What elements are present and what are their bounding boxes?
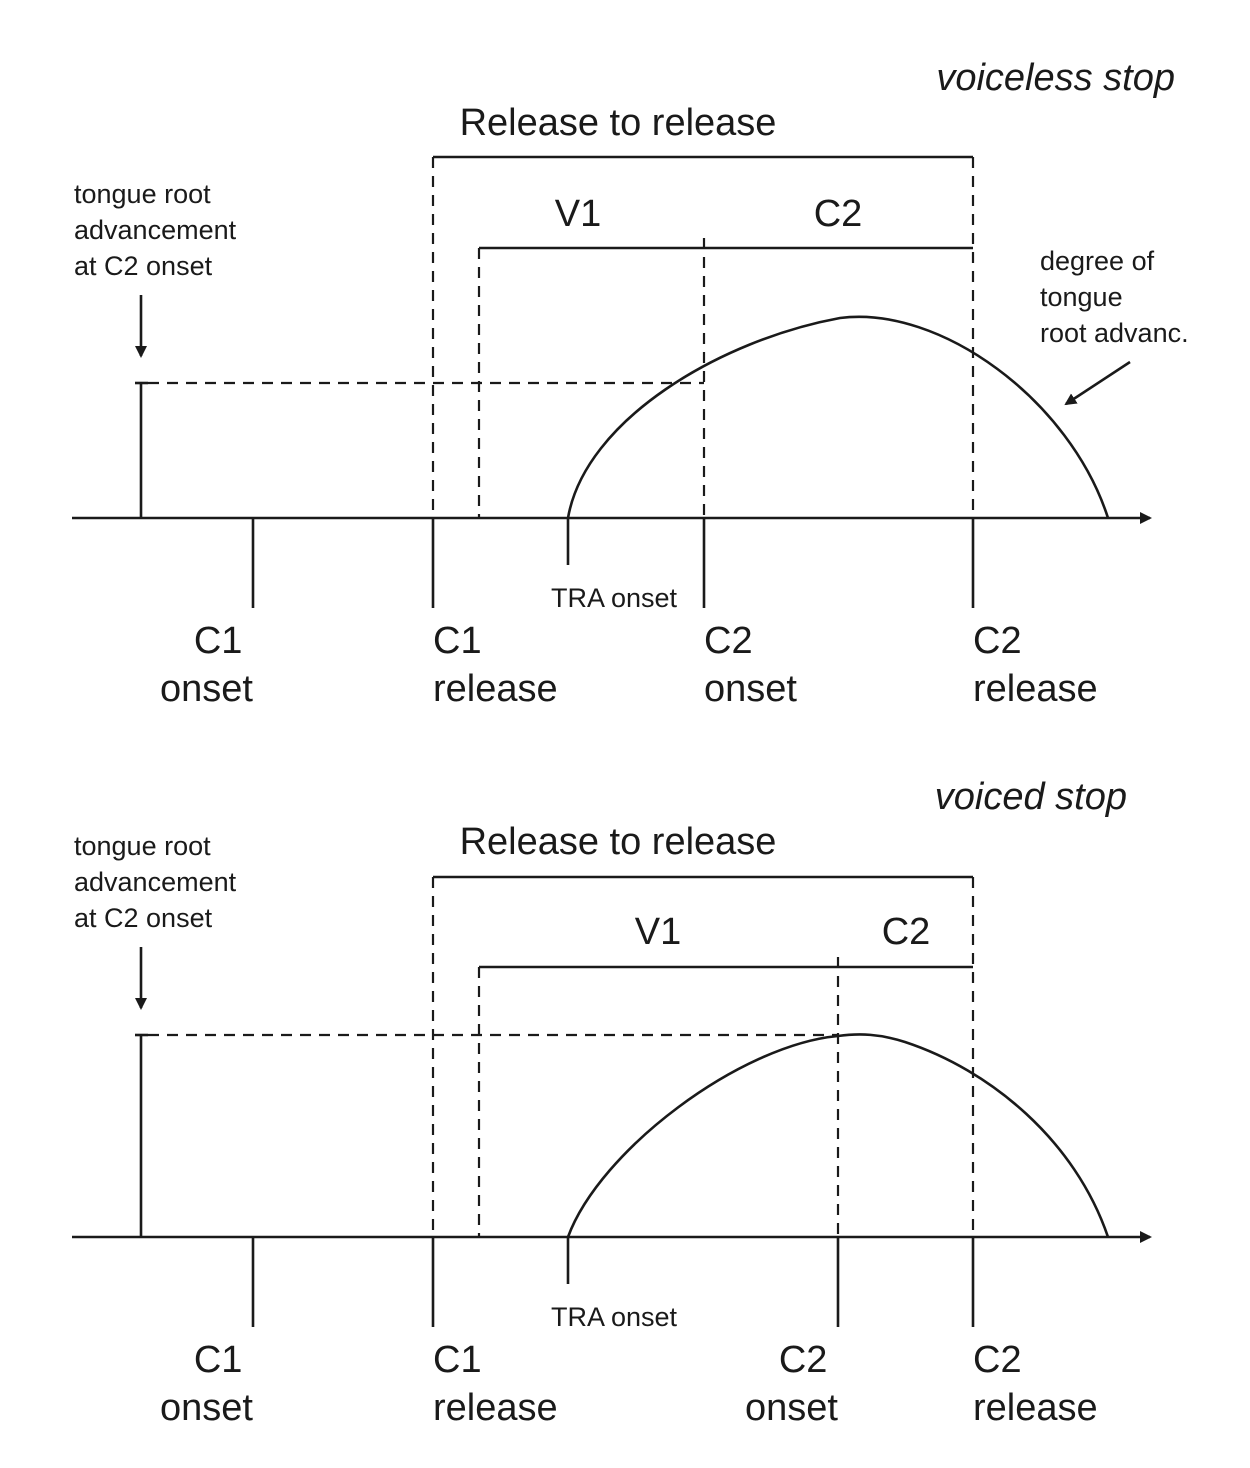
tra-curve: [566, 1033, 1110, 1238]
release-to-release-label: Release to release: [460, 821, 777, 863]
release-to-release-label: Release to release: [460, 102, 777, 144]
tra-onset-label: TRA onset: [551, 1302, 678, 1332]
c2-onset-label: C2 onset: [704, 620, 797, 710]
c2-onset-label: C2 onset: [745, 1339, 838, 1429]
c2-release-label: C2 release: [973, 620, 1098, 710]
panel-voiced-stop: voiced stop Release to release V1 C2 ton…: [72, 776, 1152, 1429]
v1-label: V1: [635, 911, 681, 953]
tra-curve: [566, 315, 1110, 519]
c1-onset-label: C1 onset: [160, 620, 253, 710]
v1-label: V1: [555, 193, 601, 235]
c1-onset-label: C1 onset: [160, 1339, 253, 1429]
panel-title: voiced stop: [935, 776, 1127, 818]
c2-release-label: C2 release: [973, 1339, 1098, 1429]
panel-title: voiceless stop: [936, 57, 1175, 99]
tongue-root-annotation: tongue root advancement at C2 onset: [74, 831, 244, 933]
c2-label: C2: [814, 193, 863, 235]
panel-voiceless-stop: voiceless stop Release to release V1 C2 …: [72, 57, 1189, 710]
tongue-root-annotation: tongue root advancement at C2 onset: [74, 179, 244, 281]
tra-onset-label: TRA onset: [551, 583, 678, 613]
c1-release-label: C1 release: [433, 1339, 558, 1429]
diagonal-arrow-icon: [1064, 360, 1131, 406]
c1-release-label: C1 release: [433, 620, 558, 710]
degree-annotation: degree of tongue root advanc.: [1040, 246, 1189, 348]
c2-label: C2: [882, 911, 931, 953]
